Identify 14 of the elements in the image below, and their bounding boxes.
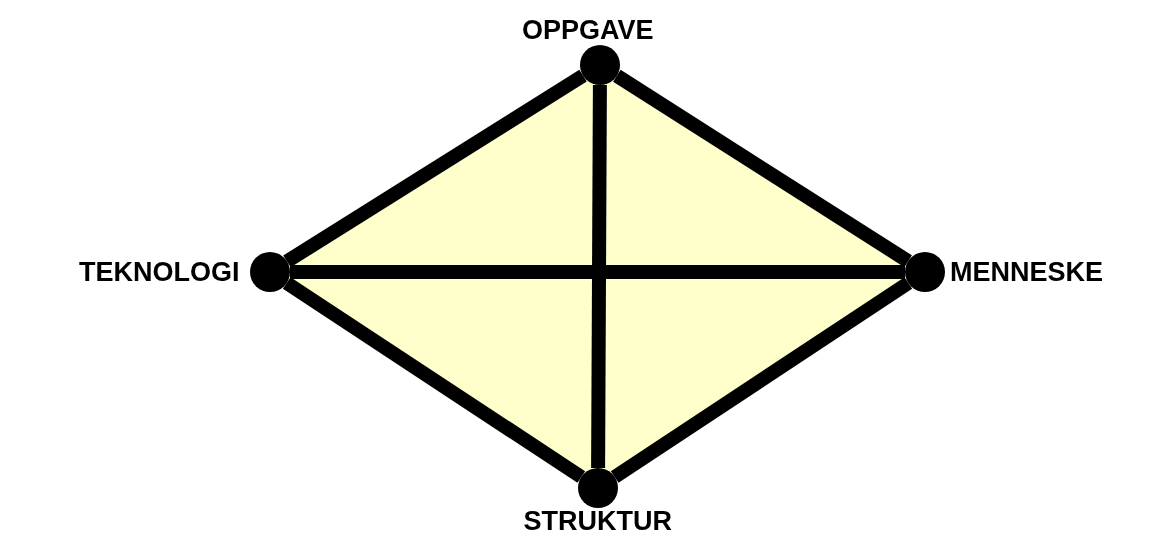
connector-line xyxy=(283,69,587,268)
connector-line xyxy=(290,265,905,279)
node-dot xyxy=(580,45,620,85)
node-label: STRUKTUR xyxy=(523,507,672,535)
node-label: MENNESKE xyxy=(950,258,1104,286)
connector-line xyxy=(613,69,912,268)
node-dot xyxy=(578,468,618,508)
connector-line xyxy=(591,84,607,468)
node-dot xyxy=(250,252,290,292)
node-dot xyxy=(905,252,945,292)
node-label: OPPGAVE xyxy=(522,16,654,44)
connector-line xyxy=(282,277,586,483)
node-label: TEKNOLOGI xyxy=(79,258,240,286)
connector-line xyxy=(610,277,913,483)
